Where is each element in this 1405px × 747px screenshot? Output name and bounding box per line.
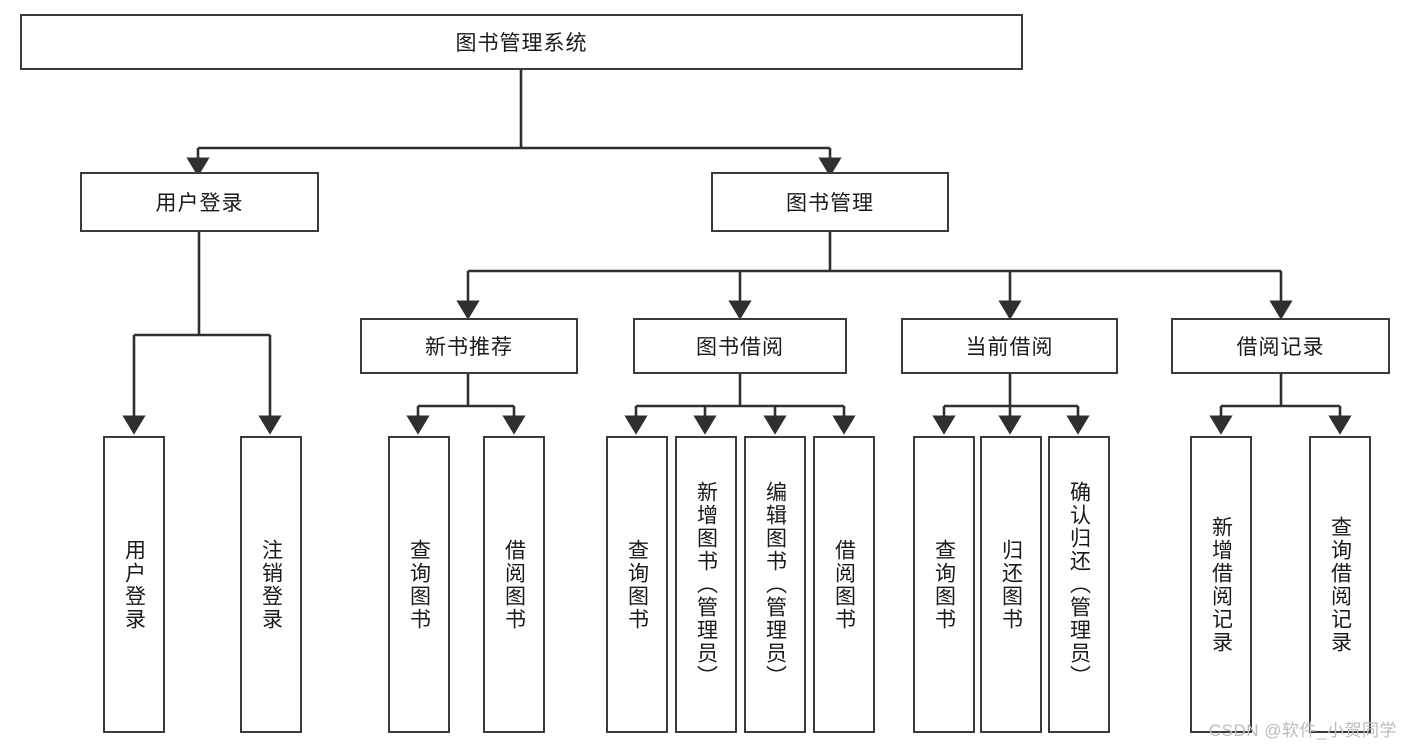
node-book-borrow[interactable]: 图书借阅	[633, 318, 847, 374]
node-label: 新增借阅记录	[1209, 515, 1233, 654]
node-label: 查询借阅记录	[1328, 515, 1352, 654]
node-label: 用户登录	[155, 192, 244, 215]
node-label: 图书管理	[786, 192, 874, 215]
leaf-query-book-recommend[interactable]: 查询图书	[388, 436, 450, 733]
node-label: 新书推荐	[425, 336, 513, 359]
leaf-query-book-borrow[interactable]: 查询图书	[606, 436, 668, 733]
node-label: 确认归还（管理员）	[1067, 481, 1091, 688]
leaf-add-book-admin[interactable]: 新增图书（管理员）	[675, 436, 737, 733]
node-label: 借阅图书	[502, 538, 526, 631]
leaf-query-book-current[interactable]: 查询图书	[913, 436, 975, 733]
node-current-borrow[interactable]: 当前借阅	[901, 318, 1118, 374]
leaf-user-login[interactable]: 用户登录	[103, 436, 165, 733]
node-label: 查询图书	[407, 538, 431, 631]
node-label: 用户登录	[122, 538, 146, 631]
leaf-return-book[interactable]: 归还图书	[980, 436, 1042, 733]
node-label: 注销登录	[259, 538, 283, 631]
node-book-management[interactable]: 图书管理	[711, 172, 949, 232]
node-label: 借阅记录	[1236, 336, 1325, 359]
node-label: 查询图书	[932, 538, 956, 631]
node-label: 新增图书（管理员）	[694, 481, 718, 688]
node-root-book-management-system[interactable]: 图书管理系统	[20, 14, 1023, 70]
node-user-login[interactable]: 用户登录	[80, 172, 319, 232]
node-borrow-record[interactable]: 借阅记录	[1171, 318, 1390, 374]
leaf-query-borrow-record[interactable]: 查询借阅记录	[1309, 436, 1371, 733]
node-label: 查询图书	[625, 538, 649, 631]
leaf-edit-book-admin[interactable]: 编辑图书（管理员）	[744, 436, 806, 733]
csdn-watermark: CSDN @软件_小贺同学	[1208, 721, 1397, 740]
node-label: 编辑图书（管理员）	[763, 481, 787, 688]
node-label: 归还图书	[999, 538, 1023, 631]
leaf-logout-login[interactable]: 注销登录	[240, 436, 302, 733]
node-label: 图书管理系统	[455, 32, 588, 55]
leaf-add-borrow-record[interactable]: 新增借阅记录	[1190, 436, 1252, 733]
node-label: 借阅图书	[832, 538, 856, 631]
node-label: 当前借阅	[965, 336, 1054, 359]
node-new-book-recommend[interactable]: 新书推荐	[360, 318, 578, 374]
leaf-borrow-book-recommend[interactable]: 借阅图书	[483, 436, 545, 733]
leaf-borrow-book-borrow[interactable]: 借阅图书	[813, 436, 875, 733]
leaf-confirm-return-admin[interactable]: 确认归还（管理员）	[1048, 436, 1110, 733]
node-label: 图书借阅	[696, 336, 784, 359]
